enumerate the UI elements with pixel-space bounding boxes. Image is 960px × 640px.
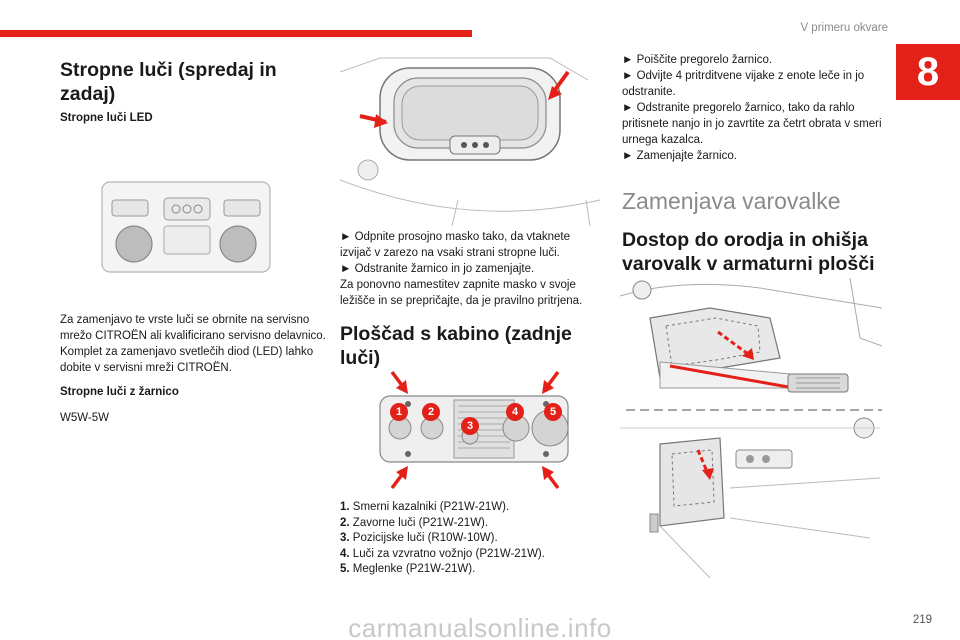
callout-1: 1 xyxy=(390,403,408,421)
page-number: 219 xyxy=(912,614,932,626)
bulb-type: W5W-5W xyxy=(60,412,109,424)
callout-4: 4 xyxy=(506,403,524,421)
bulb-list: 1. Smerni kazalniki (P21W-21W). 2. Zavor… xyxy=(340,500,602,578)
list-item: 3. Pozicijske luči (R10W-10W). xyxy=(340,532,498,544)
list-item: 5. Meglenke (P21W-21W). xyxy=(340,563,476,575)
step-unscrew-lens: ► Odvijte 4 pritrditvene vijake z enote … xyxy=(622,70,865,98)
callout-5: 5 xyxy=(544,403,562,421)
step-remove-bulb: ► Odstranite pregorelo žarnico, tako da … xyxy=(622,102,882,146)
paragraph-led-kit: Komplet za zamenjavo svetlečih diod (LED… xyxy=(60,346,314,374)
dashboard-fuse-box-figure xyxy=(619,277,883,591)
heading-ceiling-lights: Stropne luči (spredaj in zadaj) xyxy=(60,59,277,105)
heading-fuse-replacement: Zamenjava varovalke xyxy=(622,188,841,214)
watermark: carmanualsonline.info xyxy=(348,613,612,640)
list-item: 2. Zavorne luči (P21W-21W). xyxy=(340,516,489,529)
step-unclip-mask: ► Odpnite prosojno masko tako, da vtakne… xyxy=(340,231,571,259)
heading-cab-platform: Ploščad s kabino (zadnje luči) xyxy=(340,323,572,369)
step-locate-bulb: ► Poiščite pregorelo žarnico. xyxy=(622,54,773,66)
subheading-led: Stropne luči LED xyxy=(60,112,153,124)
led-ceiling-light-figure xyxy=(98,180,274,281)
callout-2: 2 xyxy=(422,403,440,421)
left-column: Stropne luči (spredaj in zadaj) xyxy=(60,58,322,106)
callout-3: 3 xyxy=(461,417,479,435)
section-title: V primeru okvare xyxy=(800,22,888,34)
step-replace: ► Zamenjajte žarnico. xyxy=(622,150,737,162)
list-item: 1. Smerni kazalniki (P21W-21W). xyxy=(340,501,510,513)
ceiling-light-mask-figure xyxy=(339,50,601,231)
top-accent-bar xyxy=(0,30,472,37)
heading-dashboard-fuse-access: Dostop do orodja in ohišja varovalk v ar… xyxy=(622,229,875,275)
list-item: 4. Luči za vzvratno vožnjo (P21W-21W). xyxy=(340,547,545,560)
paragraph-service: Za zamenjavo te vrste luči se obrnite na… xyxy=(60,314,326,342)
subheading-bulb: Stropne luči z žarnico xyxy=(60,386,179,398)
rear-lights-figure: 1 2 3 4 5 xyxy=(378,366,574,499)
chapter-number-badge: 8 xyxy=(896,44,960,100)
step-refit-mask: Za ponovno namestitev zapnite masko v sv… xyxy=(340,279,583,307)
step-replace-bulb: ► Odstranite žarnico in jo zamenjajte. xyxy=(340,263,535,275)
